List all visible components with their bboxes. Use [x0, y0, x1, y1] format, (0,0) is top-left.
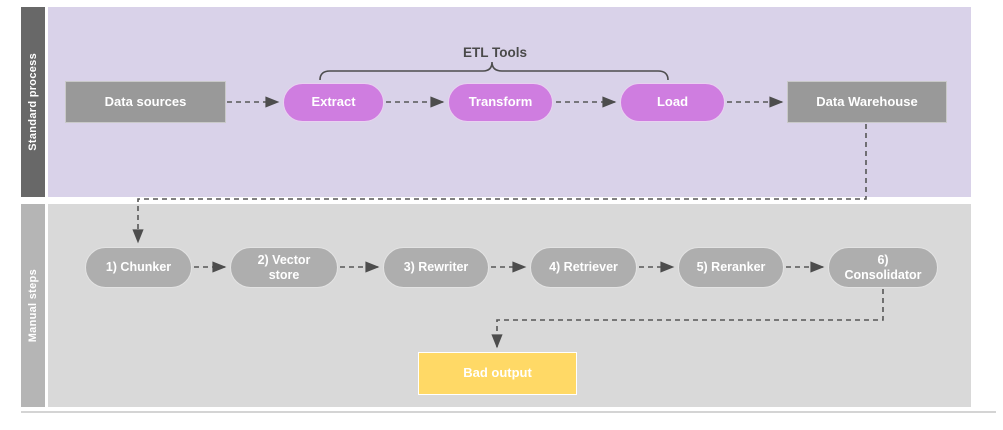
lane-label-standard-process: Standard process: [27, 53, 39, 151]
node-chunker: 1) Chunker: [85, 247, 192, 288]
node-data-warehouse: Data Warehouse: [787, 81, 947, 123]
node-extract: Extract: [283, 83, 384, 122]
node-bad-output: Bad output: [418, 352, 577, 395]
etl-tools-label: ETL Tools: [463, 45, 527, 60]
node-retriever: 4) Retriever: [530, 247, 637, 288]
lane-label-manual-steps: Manual steps: [27, 268, 39, 343]
node-rewriter: 3) Rewriter: [383, 247, 489, 288]
lane-header-standard-process: Standard process: [21, 7, 45, 197]
node-vector-store: 2) Vector store: [230, 247, 338, 288]
node-consolidator: 6) Consolidator: [828, 247, 938, 288]
node-reranker: 5) Reranker: [678, 247, 784, 288]
lane-header-manual-steps: Manual steps: [21, 204, 45, 407]
node-load: Load: [620, 83, 725, 122]
bottom-separator-rule: [21, 411, 996, 413]
node-transform: Transform: [448, 83, 553, 122]
node-data-sources: Data sources: [65, 81, 226, 123]
